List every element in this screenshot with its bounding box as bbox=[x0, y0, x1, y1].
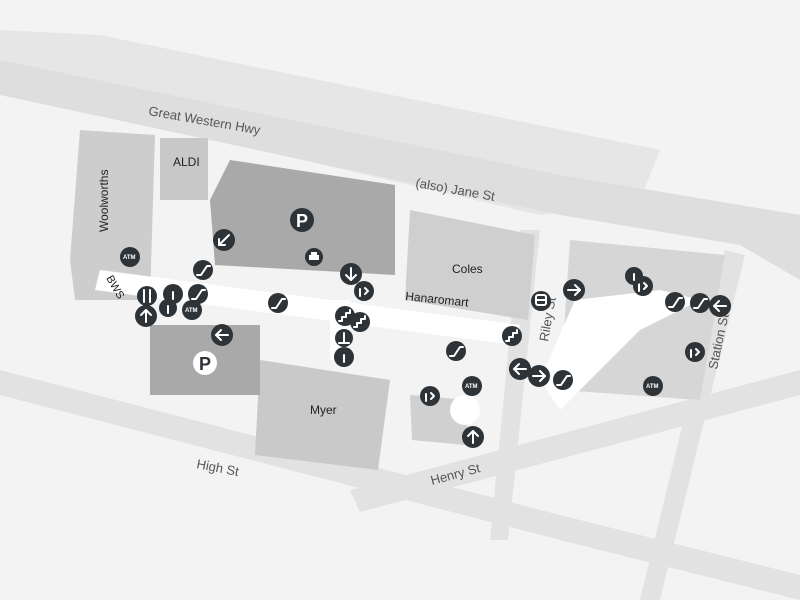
walkway-plaza bbox=[450, 395, 480, 425]
escalator-icon[interactable] bbox=[665, 292, 685, 312]
escalator-icon[interactable] bbox=[690, 293, 710, 313]
entrance-arrow-icon[interactable] bbox=[462, 426, 484, 448]
entrance-arrow-icon[interactable] bbox=[135, 305, 157, 327]
lift-icon[interactable] bbox=[685, 342, 705, 362]
walkway-east bbox=[540, 290, 700, 410]
svg-text:ATM: ATM bbox=[185, 308, 198, 314]
entrance-arrow-icon[interactable] bbox=[563, 279, 585, 301]
svg-text:P: P bbox=[296, 211, 308, 231]
entrance-arrow-icon[interactable] bbox=[340, 263, 362, 285]
road-station-st bbox=[640, 250, 745, 600]
escalator-icon[interactable] bbox=[193, 260, 213, 280]
svg-text:ATM: ATM bbox=[465, 384, 478, 390]
info-icon[interactable] bbox=[625, 267, 643, 285]
svg-text:ATM: ATM bbox=[123, 255, 136, 261]
atm-icon[interactable]: ATM bbox=[182, 300, 202, 320]
store-label-coles[interactable]: Coles bbox=[452, 262, 483, 276]
building-aldi bbox=[160, 138, 208, 200]
fountain-icon[interactable] bbox=[335, 329, 353, 347]
store-label-aldi[interactable]: ALDI bbox=[173, 155, 200, 169]
store-label-hanaromart[interactable]: Hanaromart bbox=[405, 289, 470, 310]
entrance-arrow-icon[interactable] bbox=[213, 229, 235, 251]
atm-icon[interactable]: ATM bbox=[643, 376, 663, 396]
escalator-icon[interactable] bbox=[188, 284, 208, 304]
restroom-icon[interactable] bbox=[159, 299, 177, 317]
svg-text:ATM: ATM bbox=[646, 384, 659, 390]
stairs-icon[interactable] bbox=[350, 312, 370, 332]
entrance-arrow-icon[interactable] bbox=[709, 295, 731, 317]
store-label-myer[interactable]: Myer bbox=[310, 403, 337, 417]
parking-south-icon[interactable]: P bbox=[193, 351, 217, 375]
entrance-arrow-icon[interactable] bbox=[211, 324, 233, 346]
stairs-icon[interactable] bbox=[335, 306, 355, 326]
building-myer bbox=[255, 360, 390, 470]
taxi-icon[interactable] bbox=[305, 248, 323, 266]
entrance-arrow-icon[interactable] bbox=[509, 358, 531, 380]
lift-icon[interactable] bbox=[420, 386, 440, 406]
bus-stop-icon[interactable] bbox=[531, 291, 551, 311]
lift-icon[interactable] bbox=[354, 281, 374, 301]
stairs-icon[interactable] bbox=[502, 326, 522, 346]
info-icon[interactable] bbox=[334, 347, 354, 367]
escalator-icon[interactable] bbox=[553, 370, 573, 390]
escalator-icon[interactable] bbox=[268, 293, 288, 313]
escalator-icon[interactable] bbox=[446, 341, 466, 361]
svg-text:P: P bbox=[199, 354, 211, 374]
food-court-icon[interactable] bbox=[137, 286, 157, 306]
road-great-western-hwy bbox=[0, 60, 800, 280]
roads bbox=[0, 30, 800, 600]
entrance-arrow-icon[interactable] bbox=[528, 365, 550, 387]
building-coles bbox=[405, 210, 535, 320]
atm-icon[interactable]: ATM bbox=[462, 376, 482, 396]
store-label-woolworths[interactable]: Woolworths bbox=[97, 170, 111, 232]
atm-icon[interactable]: ATM bbox=[120, 247, 140, 267]
parking-north-icon[interactable]: P bbox=[290, 208, 314, 232]
